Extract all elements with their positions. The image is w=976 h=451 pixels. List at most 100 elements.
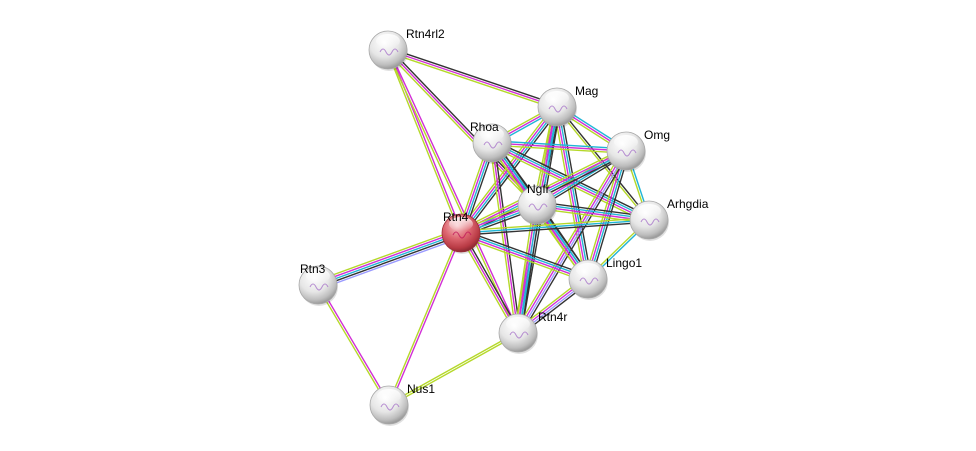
- edge-line-cyan: [518, 205, 539, 334]
- edge-line-cyan: [492, 140, 627, 150]
- edge-line-lime: [386, 50, 461, 234]
- node-rtn4rl2[interactable]: Rtn4rl2: [368, 27, 445, 71]
- edge-rtn4-lingo1[interactable]: [459, 229, 590, 283]
- node-gloss: [480, 127, 504, 141]
- node-label: Mag: [575, 84, 598, 98]
- edge-rtn4-rtn3[interactable]: [316, 228, 463, 290]
- edge-line-black: [520, 152, 630, 336]
- edge-line-magenta: [459, 105, 557, 233]
- edge-line-lime: [584, 149, 624, 279]
- edge-line-lime: [514, 148, 624, 332]
- protein-structure-icon: [483, 141, 503, 149]
- node-omg[interactable]: Omg: [606, 128, 670, 172]
- edge-line-black: [388, 47, 558, 106]
- edge-line-lime: [316, 228, 460, 282]
- protein-structure-icon: [617, 149, 637, 157]
- edge-line-black: [318, 234, 462, 288]
- edge-rtn4rl2-rtn4r[interactable]: [386, 49, 520, 334]
- edge-line-black: [461, 221, 650, 236]
- node-gloss: [376, 34, 400, 48]
- edge-line-lime: [386, 50, 518, 334]
- node-label: Ngfr: [527, 182, 550, 196]
- edges-layer: [316, 47, 651, 407]
- edge-line-lime: [491, 144, 626, 154]
- nodes-layer: Rtn4rl2MagRhoaOmgNgfrArhgdiaRtn4Lingo1Rt…: [298, 27, 709, 426]
- edge-line-lavender: [518, 151, 628, 334]
- edge-line-lime: [389, 333, 519, 407]
- protein-structure-icon: [452, 231, 472, 239]
- node-label: Rhoa: [470, 120, 499, 134]
- node-gloss: [377, 389, 401, 403]
- node-rhoa[interactable]: Rhoa: [470, 120, 512, 164]
- edge-rhoa-omg[interactable]: [491, 140, 627, 154]
- protein-structure-icon: [309, 283, 329, 291]
- node-gloss: [449, 217, 473, 231]
- edge-line-black: [559, 106, 592, 279]
- node-nus1[interactable]: Nus1: [369, 382, 435, 426]
- edge-line-black: [493, 142, 521, 333]
- node-lingo1[interactable]: Lingo1: [568, 256, 642, 300]
- edge-omg-rtn4r[interactable]: [514, 148, 630, 336]
- node-label: Rtn4rl2: [406, 27, 445, 41]
- edge-rtn3-nus1[interactable]: [316, 284, 391, 406]
- edge-line-cyan: [317, 232, 462, 286]
- edge-line-lime: [489, 143, 517, 334]
- node-label: Arhgdia: [667, 197, 709, 211]
- edge-line-magenta: [387, 49, 538, 206]
- edge-line-magenta: [491, 142, 627, 152]
- edge-line-magenta: [387, 49, 558, 108]
- edge-line-cyan: [557, 106, 590, 279]
- node-gloss: [306, 269, 330, 283]
- edge-line-magenta: [491, 142, 519, 334]
- protein-structure-icon: [640, 218, 660, 226]
- edge-arhgdia-rtn4[interactable]: [460, 217, 650, 236]
- edge-line-lime: [387, 232, 461, 405]
- node-label: Nus1: [407, 382, 435, 396]
- edge-line-lime: [387, 51, 557, 110]
- node-label: Rtn4: [443, 210, 469, 224]
- edge-rtn4r-nus1[interactable]: [388, 331, 519, 407]
- edge-line-black: [520, 205, 541, 334]
- edge-line-magenta: [317, 230, 461, 284]
- edge-line-magenta: [389, 233, 463, 406]
- node-label: Rtn3: [300, 262, 326, 276]
- edge-rtn4rl2-rtn4[interactable]: [386, 49, 463, 234]
- node-mag[interactable]: Mag: [537, 84, 598, 128]
- edge-line-lime: [553, 107, 586, 280]
- protein-structure-icon: [379, 48, 399, 56]
- node-label: Lingo1: [606, 256, 642, 270]
- edge-line-magenta: [460, 233, 588, 281]
- protein-structure-icon: [380, 403, 400, 411]
- edge-line-cyan: [461, 231, 589, 279]
- node-gloss: [545, 91, 569, 105]
- edge-rtn4rl2-mag[interactable]: [387, 47, 558, 110]
- edge-line-magenta: [318, 284, 391, 405]
- edge-line-magenta: [388, 49, 520, 333]
- node-gloss: [506, 317, 530, 331]
- node-label: Omg: [644, 128, 670, 142]
- edge-line-black: [461, 229, 590, 277]
- node-label: Rtn4r: [538, 310, 567, 324]
- node-gloss: [525, 189, 549, 203]
- node-gloss: [614, 135, 638, 149]
- protein-structure-icon: [509, 331, 529, 339]
- edge-rtn4-nus1[interactable]: [387, 232, 463, 406]
- edge-rhoa-rtn4r[interactable]: [489, 142, 521, 334]
- edge-line-cyan: [460, 219, 650, 234]
- node-arhgdia[interactable]: Arhgdia: [629, 197, 709, 241]
- edge-line-magenta: [516, 150, 626, 333]
- edge-line-lime: [316, 285, 389, 406]
- edge-line-lavender: [319, 236, 463, 290]
- edge-line-lime: [459, 235, 588, 283]
- edge-line-lime: [385, 51, 536, 208]
- node-gloss: [576, 263, 600, 277]
- protein-structure-icon: [528, 203, 548, 211]
- node-rtn3[interactable]: Rtn3: [298, 262, 338, 306]
- edge-line-magenta: [555, 107, 588, 280]
- edge-mag-lingo1[interactable]: [553, 106, 592, 280]
- node-ngfr[interactable]: Ngfr: [517, 182, 557, 226]
- node-gloss: [637, 204, 661, 218]
- node-rtn4[interactable]: Rtn4: [441, 210, 481, 254]
- node-rtn4r[interactable]: Rtn4r: [498, 310, 567, 354]
